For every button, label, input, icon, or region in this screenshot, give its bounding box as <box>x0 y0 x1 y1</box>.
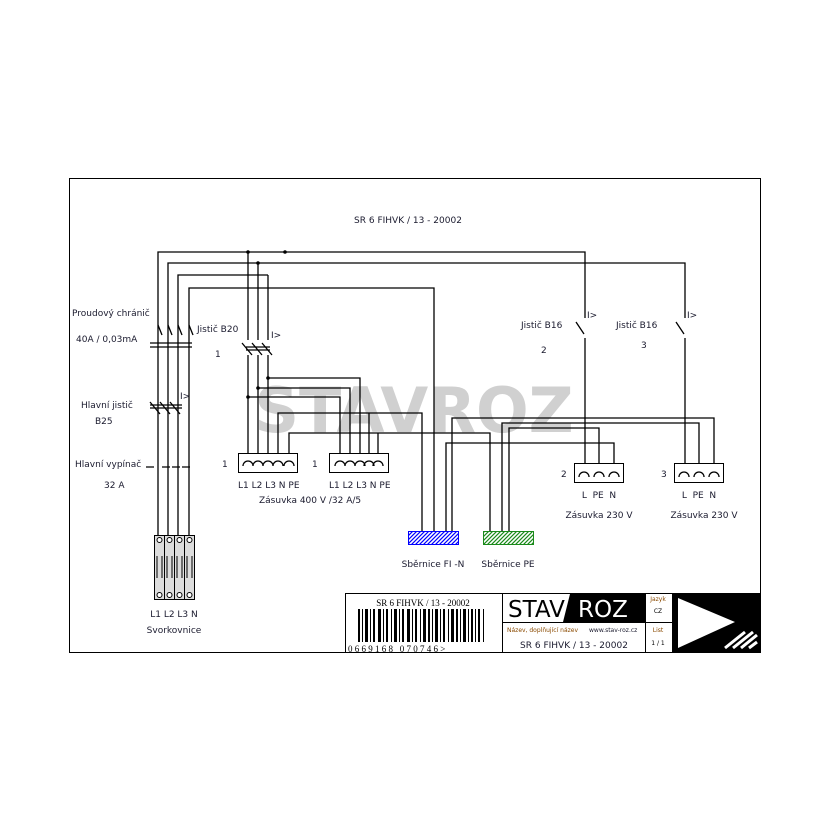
main-switch-label: Hlavní vypínač <box>75 459 141 470</box>
title-block: SR 6 FIHVK / 13 - 20002 0 6 6 9 1 6 8 0 … <box>345 593 760 654</box>
terminal-label: Svorkovnice <box>147 626 202 636</box>
socket-1ph-2 <box>574 463 624 483</box>
website: www.stav-roz.cz <box>589 627 637 634</box>
trip-symbol: I> <box>180 392 190 402</box>
socket-3ph-2 <box>329 453 389 473</box>
socket-3ph-1-pins: L1 L2 L3 N PE <box>238 481 300 491</box>
rcd-label: Proudový chránič <box>72 308 150 319</box>
breaker-b16-3-label: Jistič B16 <box>615 320 658 331</box>
brand-roz-background <box>563 594 645 622</box>
company-logo <box>673 594 759 652</box>
bus-fi-n <box>408 531 459 545</box>
socket-3ph-2-number: 1 <box>312 460 318 470</box>
socket-3-pins: L PE N <box>682 491 716 501</box>
barcode-number: 0 6 6 9 1 6 8 0 7 0 7 4 6 > <box>348 644 445 654</box>
trip-symbol: I> <box>687 311 697 321</box>
bus-pe-label: Sběrnice PE <box>481 560 534 570</box>
trip-symbol: I> <box>271 331 281 341</box>
sheet-label: List <box>653 627 664 634</box>
breaker-b20-label: Jistič B20 <box>196 324 239 335</box>
watermark: STAVROZ <box>254 374 573 447</box>
socket-3-name: Zásuvka 230 V <box>670 511 738 521</box>
sheet-value: 1 / 1 <box>651 640 665 647</box>
breaker-b16-2-label: Jistič B16 <box>520 320 563 331</box>
barcode <box>358 609 484 642</box>
junction-dots <box>246 250 287 399</box>
socket-2-number: 2 <box>561 470 567 480</box>
socket-3ph-1-number: 1 <box>222 460 228 470</box>
bus-fi-n-label: Sběrnice FI -N <box>402 560 465 570</box>
breaker-b20-number: 1 <box>215 350 221 360</box>
brand-roz: ROZ <box>578 597 628 623</box>
language-value: CZ <box>654 608 662 615</box>
socket-1ph-3 <box>674 463 724 483</box>
socket-3ph-1 <box>238 453 298 473</box>
terminal-block <box>154 535 195 600</box>
wires <box>146 251 715 535</box>
socket-2-name: Zásuvka 230 V <box>565 511 633 521</box>
name-caption: Název, doplňující název <box>507 627 578 634</box>
main-breaker-label: Hlavní jistič <box>81 400 133 411</box>
diagram-title: SR 6 FIHVK / 13 - 20002 <box>354 216 462 226</box>
socket-3ph-2-pins: L1 L2 L3 N PE <box>329 481 391 491</box>
breaker-b16-3-number: 3 <box>641 341 647 351</box>
terminal-phases: L1 L2 L3 N <box>150 610 198 620</box>
socket-3-number: 3 <box>661 470 667 480</box>
language-label: Jazyk <box>649 596 666 603</box>
main-breaker-rating: B25 <box>95 417 113 427</box>
trip-symbol: I> <box>587 311 597 321</box>
breaker-b16-2-number: 2 <box>541 346 547 356</box>
socket-2-pins: L PE N <box>582 491 616 501</box>
drawing-name: SR 6 FIHVK / 13 - 20002 <box>520 641 628 651</box>
socket-3ph-name: Zásuvka 400 V /32 A/5 <box>259 496 361 506</box>
bus-pe <box>483 531 534 545</box>
rcd-rating: 40A / 0,03mA <box>76 335 138 345</box>
barcode-title: SR 6 FIHVK / 13 - 20002 <box>376 598 470 608</box>
main-switch-rating: 32 A <box>104 481 125 491</box>
brand-stav: STAV <box>508 597 565 623</box>
